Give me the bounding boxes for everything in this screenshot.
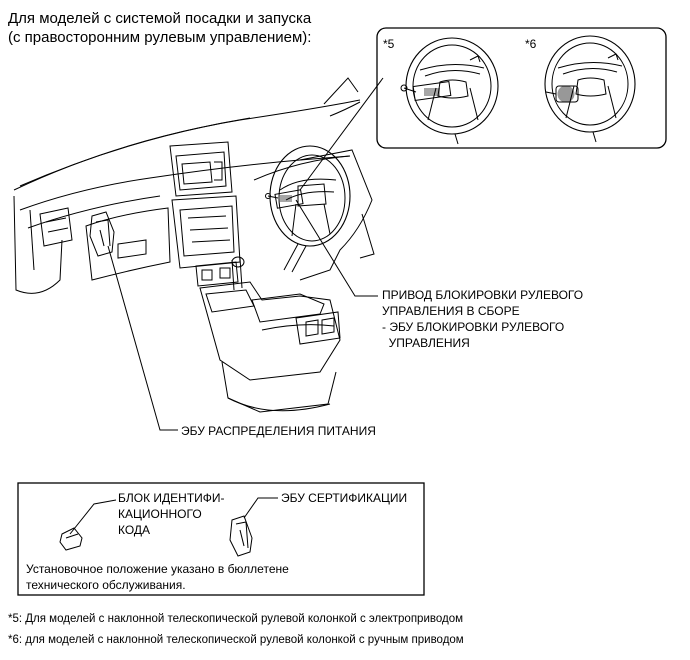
id-code-box-part (59, 499, 117, 551)
id-code-box-label: БЛОК ИДЕНТИФИ- КАЦИОННОГО КОДА (118, 490, 225, 538)
installation-note: Установочное положение указано в бюллете… (26, 561, 289, 593)
cert-ecu-part (229, 497, 278, 557)
inset-label-6: *6 (525, 37, 537, 51)
certification-ecu-label: ЭБУ СЕРТИФИКАЦИИ (281, 491, 408, 505)
id-box-label-line2: КАЦИОННОГО (118, 507, 202, 521)
actuator-label-line2: УПРАВЛЕНИЯ В СБОРЕ (382, 304, 520, 318)
installation-note-line1: Установочное положение указано в бюллете… (26, 562, 289, 576)
page-title-line1: Для моделей с системой посадки и запуска (8, 10, 312, 27)
id-box-label-line3: КОДА (118, 523, 151, 537)
id-box-label-line1: БЛОК ИДЕНТИФИ- (118, 491, 225, 505)
steering-wheel-tilt-manual (544, 35, 636, 143)
steering-wheel-tilt-motor (400, 37, 499, 145)
steering-lock-actuator-label: ПРИВОД БЛОКИРОВКИ РУЛЕВОГО УПРАВЛЕНИЯ В … (382, 287, 583, 351)
actuator-label-line3: - ЭБУ БЛОКИРОВКИ РУЛЕВОГО (382, 320, 565, 334)
installation-note-line2: технического обслуживания. (26, 578, 186, 592)
steering-inset-frame (376, 27, 667, 149)
footnote-5: *5: Для моделей с наклонной телескопичес… (8, 613, 464, 625)
actuator-label-line1: ПРИВОД БЛОКИРОВКИ РУЛЕВОГО (382, 288, 584, 302)
page-title-line2: (с правосторонним рулевым управлением): (8, 29, 312, 46)
actuator-label-line4: УПРАВЛЕНИЯ (382, 336, 470, 350)
actuator-leader (295, 199, 378, 297)
footnote-6: *6: для моделей с наклонной телескопичес… (8, 634, 464, 646)
power-distribution-ecu-label: ЭБУ РАСПРЕДЕЛЕНИЯ ПИТАНИЯ (181, 424, 376, 438)
inset-leader (299, 77, 384, 191)
dashboard-drawing (13, 77, 375, 413)
note-box-frame (17, 482, 425, 596)
power-ecu-leader (107, 245, 178, 431)
inset-label-5: *5 (383, 37, 395, 51)
